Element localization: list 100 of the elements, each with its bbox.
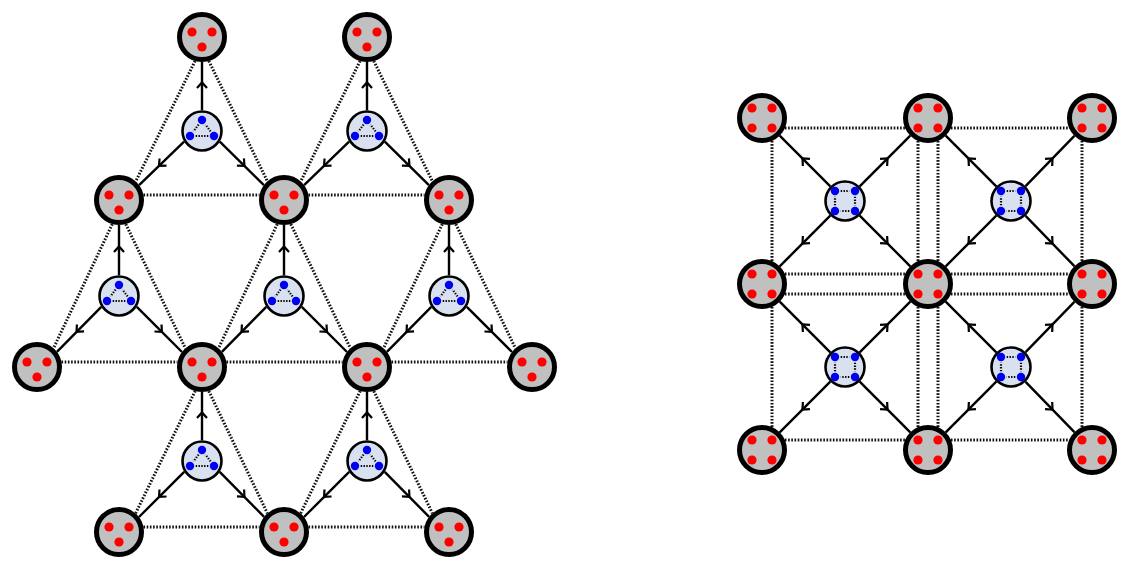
- site-circle: [736, 424, 788, 476]
- dotted-line: [454, 223, 517, 349]
- arrow: [218, 140, 265, 186]
- arrow: [858, 300, 912, 354]
- site-circle: [902, 92, 954, 144]
- arrow: [135, 305, 183, 353]
- arrow: [778, 214, 832, 268]
- dotted-line: [916, 140, 920, 262]
- dotted-line: [134, 60, 197, 183]
- dotted-line: [207, 60, 269, 182]
- site-circle: [258, 174, 310, 226]
- center-circle: [345, 439, 389, 483]
- dotted-line: [207, 390, 269, 514]
- arrow: [1024, 214, 1076, 268]
- site-circle: [902, 424, 954, 476]
- arrow: [195, 392, 209, 441]
- center-circle: [823, 345, 867, 389]
- arrow: [465, 305, 513, 353]
- site-circle: [93, 174, 145, 226]
- center-circle: [97, 274, 141, 318]
- dotted-line: [299, 390, 362, 514]
- dotted-line: [784, 438, 906, 442]
- arrow: [778, 134, 832, 188]
- dotted-line: [950, 126, 1070, 130]
- dotted-line: [372, 60, 434, 182]
- arrow: [221, 305, 268, 353]
- arrow: [944, 214, 998, 268]
- dotted-line: [52, 223, 114, 349]
- arrow: [383, 140, 430, 186]
- arrow: [195, 62, 209, 111]
- arrow: [858, 134, 912, 188]
- site-circle: [11, 341, 63, 393]
- site-circle: [176, 341, 228, 393]
- site-circle: [341, 11, 393, 63]
- dotted-line: [226, 360, 343, 364]
- arrow: [944, 300, 998, 354]
- center-circle: [989, 345, 1033, 389]
- dotted-line: [299, 60, 362, 183]
- dotted-line: [950, 438, 1070, 442]
- dotted-line: [134, 390, 197, 514]
- arrow: [778, 380, 832, 434]
- site-circle: [423, 174, 475, 226]
- arrow: [386, 305, 433, 353]
- arrow: [778, 300, 832, 354]
- site-circle: [1066, 92, 1118, 144]
- dotted-line: [950, 272, 1070, 276]
- dotted-line: [770, 306, 774, 428]
- arrow: [300, 305, 348, 353]
- dotted-line: [217, 223, 279, 349]
- site-circle: [423, 506, 475, 558]
- center-circle: [180, 109, 224, 153]
- arrow: [360, 62, 374, 111]
- dotted-line: [916, 306, 920, 428]
- center-circle: [180, 439, 224, 483]
- dotted-line: [784, 292, 906, 296]
- dotted-line: [308, 193, 425, 197]
- arrow: [303, 140, 350, 187]
- arrow: [360, 392, 374, 441]
- site-circle: [1066, 258, 1118, 310]
- center-circle: [427, 274, 471, 318]
- arrow: [277, 225, 291, 276]
- center-circle: [989, 179, 1033, 223]
- dotted-line: [391, 360, 508, 364]
- center-circle: [345, 109, 389, 153]
- arrow: [112, 225, 126, 276]
- arrow: [442, 225, 456, 276]
- arrow: [858, 214, 912, 268]
- site-circle: [736, 258, 788, 310]
- dotted-line: [770, 140, 774, 262]
- dotted-line: [950, 292, 1070, 296]
- arrow: [1024, 380, 1076, 434]
- arrow: [944, 134, 998, 188]
- arrow: [1024, 300, 1076, 354]
- site-circle: [341, 341, 393, 393]
- arrow: [56, 305, 103, 353]
- center-circle: [823, 179, 867, 223]
- site-circle: [506, 341, 558, 393]
- arrow: [303, 470, 351, 518]
- arrow: [138, 470, 186, 518]
- dotted-line: [382, 223, 444, 349]
- site-circle: [1066, 424, 1118, 476]
- dotted-line: [784, 126, 906, 130]
- arrow: [1024, 134, 1076, 188]
- site-circle: [176, 11, 228, 63]
- dotted-line: [1080, 306, 1084, 428]
- dotted-line: [784, 272, 906, 276]
- dotted-line: [936, 140, 940, 262]
- dotted-line: [143, 525, 260, 529]
- site-circle: [736, 92, 788, 144]
- arrow: [383, 470, 430, 518]
- dotted-line: [308, 525, 425, 529]
- dotted-line: [372, 390, 434, 514]
- dotted-line: [61, 360, 178, 364]
- dotted-line: [143, 193, 260, 197]
- site-circle: [902, 258, 954, 310]
- dotted-line: [936, 306, 940, 428]
- arrow: [944, 380, 998, 434]
- site-circle: [258, 506, 310, 558]
- arrow: [218, 470, 265, 518]
- dotted-line: [1080, 140, 1084, 262]
